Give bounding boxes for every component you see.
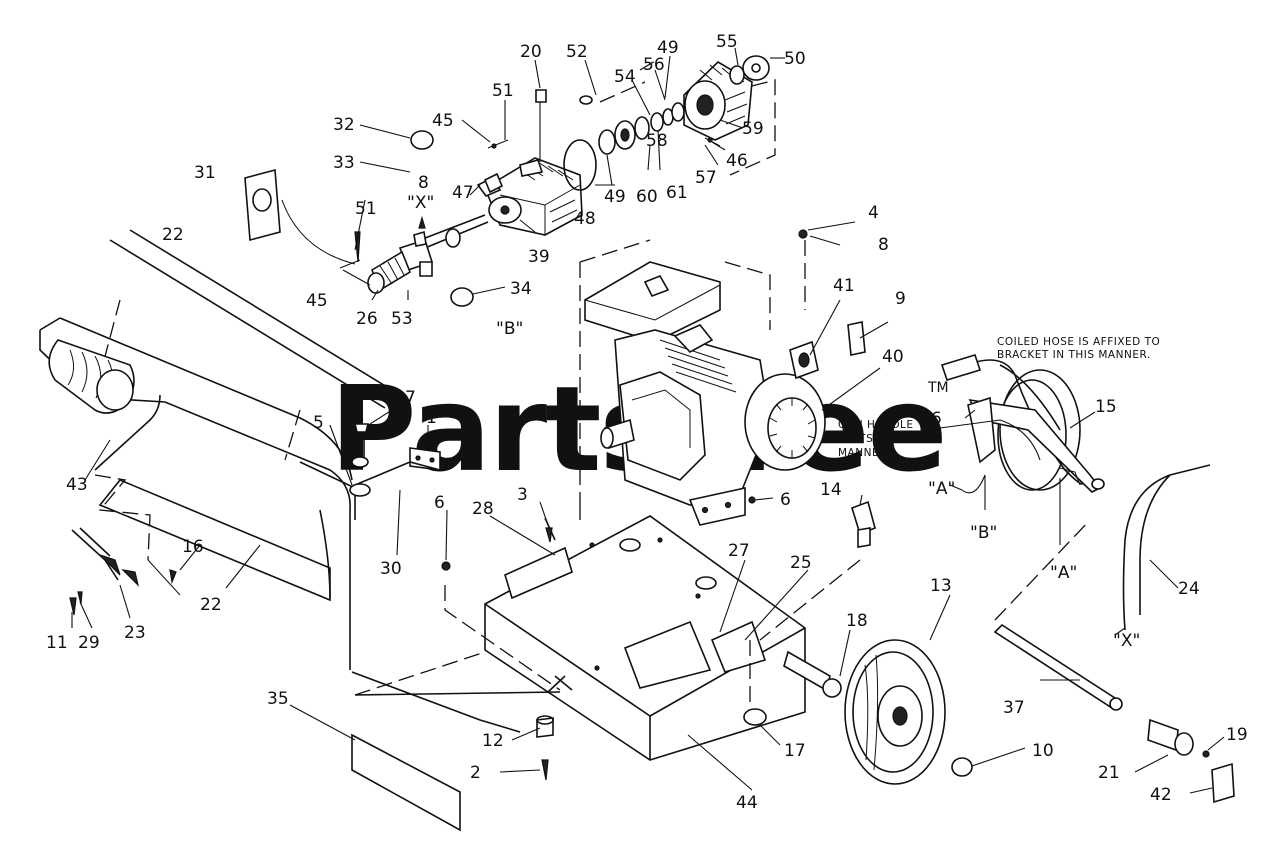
label-part-43: 43 [66, 475, 88, 495]
label-part-33: 33 [333, 153, 355, 173]
small-hardware [69, 423, 756, 616]
label-part-26: 26 [356, 309, 378, 329]
coiled-hose-note-line-1: COILED HOSE IS AFFIXED TO [997, 336, 1160, 348]
label-part-2: 2 [470, 763, 481, 783]
label-part-25: 25 [790, 553, 812, 573]
label-part-57: 57 [695, 168, 717, 188]
gun-handle-note-line-3: MANNER. [838, 447, 890, 459]
label-b-marker-2: "B" [970, 523, 997, 543]
label-part-20: 20 [520, 42, 542, 62]
label-part-8b: 8 [878, 235, 889, 255]
handle-grip [48, 339, 135, 414]
label-part-50: 50 [784, 49, 806, 69]
label-part-55: 55 [716, 32, 738, 52]
label-part-16: 16 [182, 537, 204, 557]
label-part-7: 7 [405, 388, 416, 408]
label-part-29: 29 [78, 633, 100, 653]
label-part-49: 49 [657, 38, 679, 58]
label-part-35: 35 [267, 689, 289, 709]
label-part-34: 34 [510, 279, 532, 299]
label-part-46: 46 [726, 151, 748, 171]
label-part-53: 53 [391, 309, 413, 329]
label-part-39: 39 [528, 247, 550, 267]
label-part-49b: 49 [604, 187, 626, 207]
label-part-12: 12 [482, 731, 504, 751]
label-b-marker: "B" [496, 319, 523, 339]
engine [579, 229, 866, 526]
label-part-61: 61 [666, 183, 688, 203]
label-part-27: 27 [728, 541, 750, 561]
label-part-37: 37 [1003, 698, 1025, 718]
label-part-31: 31 [194, 163, 216, 183]
label-part-9: 9 [895, 289, 906, 309]
label-part-10: 10 [1032, 741, 1054, 761]
label-part-28: 28 [472, 499, 494, 519]
label-part-56: 56 [643, 55, 665, 75]
label-part-21: 21 [1098, 763, 1120, 783]
label-part-23: 23 [124, 623, 146, 643]
label-part-58: 58 [646, 131, 668, 151]
label-part-52: 52 [566, 42, 588, 62]
label-part-13: 13 [930, 576, 952, 596]
label-x-marker: "X" [407, 193, 434, 213]
label-part-42: 42 [1150, 785, 1172, 805]
wheel [351, 639, 973, 832]
base-plate [351, 505, 861, 761]
label-part-41: 41 [833, 276, 855, 296]
label-part-60: 60 [636, 187, 658, 207]
pump-assembly [244, 55, 776, 307]
label-part-44: 44 [736, 793, 758, 813]
gun-handle-note-line-1: GUN HANDLE [838, 419, 914, 431]
spray-gun-and-hose [851, 354, 1235, 804]
label-a-marker: "A" [928, 479, 955, 499]
part-number-labels: 20 52 49 55 50 54 56 51 45 32 59 58 46 3… [46, 32, 1248, 813]
gun-handle-note-line-2: SEATS IN THIS [838, 433, 919, 445]
label-part-3: 3 [517, 485, 528, 505]
coiled-hose-note-line-2: BRACKET IN THIS MANNER. [997, 349, 1151, 361]
label-part-5: 5 [313, 413, 324, 433]
leader-lines [71, 47, 1225, 794]
watermark-trademark: TM [927, 380, 949, 396]
label-part-48: 48 [574, 209, 596, 229]
label-part-51b: 51 [355, 199, 377, 219]
label-part-22: 22 [162, 225, 184, 245]
label-part-22b: 22 [200, 595, 222, 615]
label-x-marker-2: "X" [1113, 631, 1140, 651]
label-part-45: 45 [432, 111, 454, 131]
label-part-19: 19 [1226, 725, 1248, 745]
label-part-14: 14 [820, 480, 842, 500]
label-part-18: 18 [846, 611, 868, 631]
label-part-17: 17 [784, 741, 806, 761]
handle-assembly [39, 229, 441, 670]
label-part-1: 1 [426, 408, 437, 428]
label-part-15: 15 [1095, 397, 1117, 417]
label-part-45b: 45 [306, 291, 328, 311]
label-part-30: 30 [380, 559, 402, 579]
label-part-59: 59 [742, 119, 764, 139]
label-part-8: 8 [418, 173, 429, 193]
label-part-40: 40 [882, 347, 904, 367]
label-part-54: 54 [614, 67, 636, 87]
label-part-6b: 6 [780, 490, 791, 510]
label-part-4: 4 [868, 203, 879, 223]
label-part-36: 36 [920, 409, 942, 429]
label-part-24: 24 [1178, 579, 1200, 599]
label-a-marker-2: "A" [1050, 563, 1077, 583]
label-part-32: 32 [333, 115, 355, 135]
label-part-11: 11 [46, 633, 68, 653]
label-part-51: 51 [492, 81, 514, 101]
label-part-6: 6 [434, 493, 445, 513]
label-part-47: 47 [452, 183, 474, 203]
